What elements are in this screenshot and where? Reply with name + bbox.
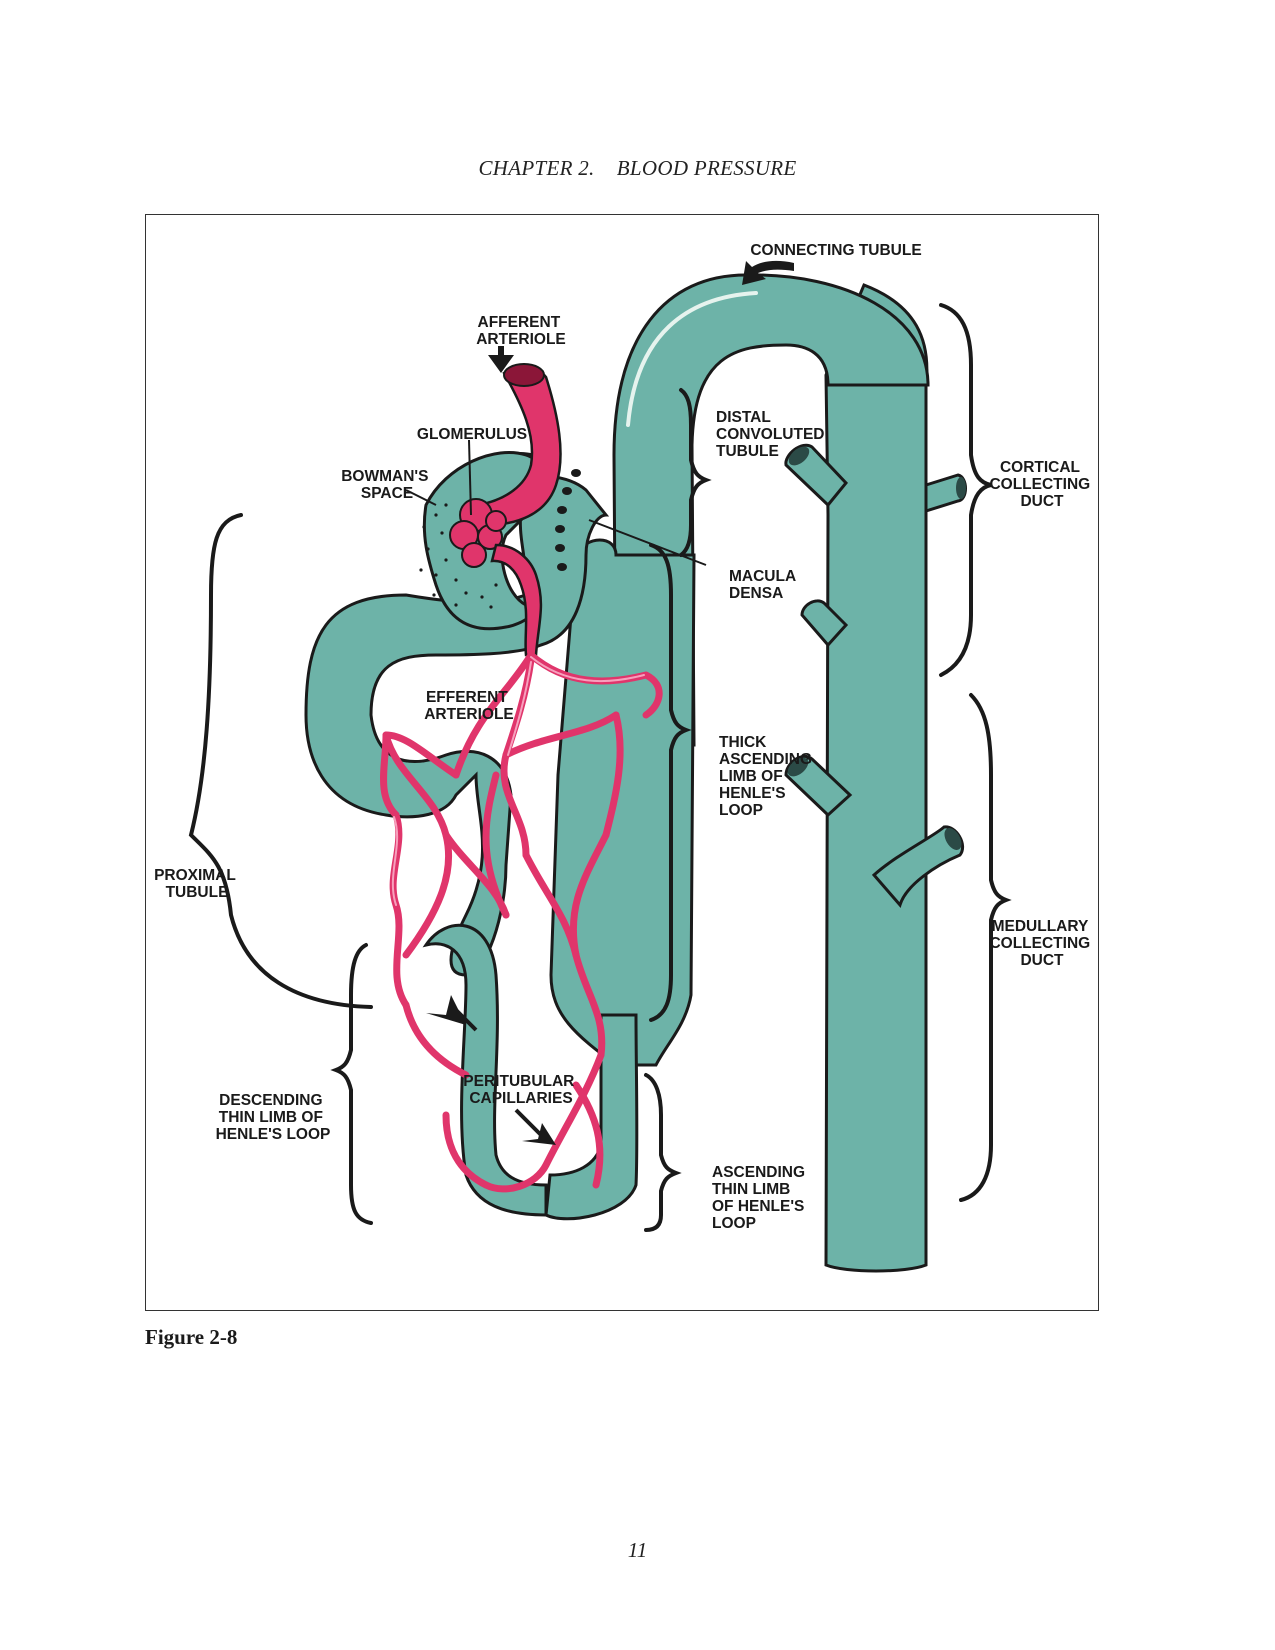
- label-afferent-arteriole: AFFERENT ARTERIOLE: [476, 314, 566, 348]
- descending-thin-limb: [422, 923, 548, 1217]
- label-bowmans-space: BOWMAN'S SPACE: [341, 468, 433, 502]
- arrow-connecting-tubule: [742, 260, 794, 285]
- label-macula-densa: MACULA DENSA: [729, 568, 800, 602]
- label-connecting-tubule: CONNECTING TUBULE: [750, 242, 921, 259]
- nephron-diagram: CONNECTING TUBULE AFFERENT ARTERIOLE GLO…: [154, 242, 1094, 1273]
- duct-branch-opening: [788, 446, 810, 466]
- bracket-ascending-thin: [644, 1073, 682, 1232]
- nephron-illustration: [304, 273, 967, 1273]
- thick-ascending-limb: [549, 538, 696, 1067]
- duct-branch-mid-left: [800, 599, 849, 648]
- label-glomerulus: GLOMERULUS: [417, 426, 527, 443]
- bracket-descending-thin: [330, 943, 373, 1225]
- label-peritubular-capillaries: PERITUBULAR CAPILLARIES: [463, 1073, 578, 1107]
- label-proximal-tubule: PROXIMAL TUBULE: [154, 867, 240, 901]
- page-number: 11: [627, 1538, 648, 1562]
- diagram-labels: CONNECTING TUBULE AFFERENT ARTERIOLE GLO…: [154, 242, 1094, 1232]
- bracket-medullary-collecting: [959, 693, 1012, 1202]
- ascending-thin-limb: [544, 1013, 639, 1221]
- bracket-proximal-tubule: [188, 513, 373, 1009]
- arrow-peritubular-up-shaft: [449, 1003, 478, 1032]
- duct-branch-opening: [787, 757, 809, 777]
- bracket-distal-convoluted: [679, 388, 712, 557]
- arrow-peritubular-down-shaft: [514, 1108, 543, 1137]
- label-distal-convoluted-tubule: DISTAL CONVOLUTED TUBULE: [716, 409, 829, 460]
- bracket-thick-ascending: [649, 543, 692, 1022]
- duct-branch-opening: [956, 477, 966, 499]
- pointers: [405, 439, 707, 566]
- bracket-cortical-collecting: [939, 303, 992, 677]
- label-descending-thin-limb: DESCENDING THIN LIMB OF HENLE'S LOOP: [216, 1092, 331, 1143]
- pointer-macula-densa: [588, 519, 707, 566]
- pointer-glomerulus: [468, 439, 472, 516]
- label-thick-ascending-limb: THICK ASCENDING LIMB OF HENLE'S LOOP: [719, 734, 816, 819]
- brackets: [188, 303, 1012, 1232]
- label-cortical-collecting-duct: CORTICAL COLLECTING DUCT: [989, 459, 1094, 510]
- arrows: [426, 260, 794, 1145]
- afferent-arteriole: [476, 365, 562, 527]
- label-medullary-collecting-duct: MEDULLARY COLLECTING DUCT: [989, 918, 1094, 969]
- glomerulus-tuft: [449, 498, 507, 568]
- arrow-afferent-arteriole: [488, 346, 514, 373]
- arrow-peritubular-up: [426, 995, 466, 1025]
- afferent-arteriole-opening: [503, 363, 545, 387]
- label-ascending-thin-limb: ASCENDING THIN LIMB OF HENLE'S LOOP: [712, 1164, 809, 1232]
- capillary-highlights: [391, 656, 645, 906]
- label-efferent-arteriole: EFFERENT ARTERIOLE: [424, 689, 514, 723]
- duct-branch-opening: [944, 828, 962, 850]
- pointer-bowmans-space: [405, 489, 437, 506]
- macula-densa-cells: [555, 469, 581, 571]
- running-head: CHAPTER 2. BLOOD PRESSURE: [478, 156, 797, 180]
- peritubular-capillaries: [380, 651, 663, 1193]
- bowmans-space-stipple: [419, 503, 498, 609]
- figure-frame: CONNECTING TUBULE AFFERENT ARTERIOLE GLO…: [145, 214, 1099, 1311]
- tubule-highlight: [626, 291, 758, 427]
- arrow-peritubular-down: [522, 1123, 556, 1145]
- collecting-duct: [824, 283, 929, 1273]
- figure-caption: Figure 2-8: [145, 1325, 238, 1349]
